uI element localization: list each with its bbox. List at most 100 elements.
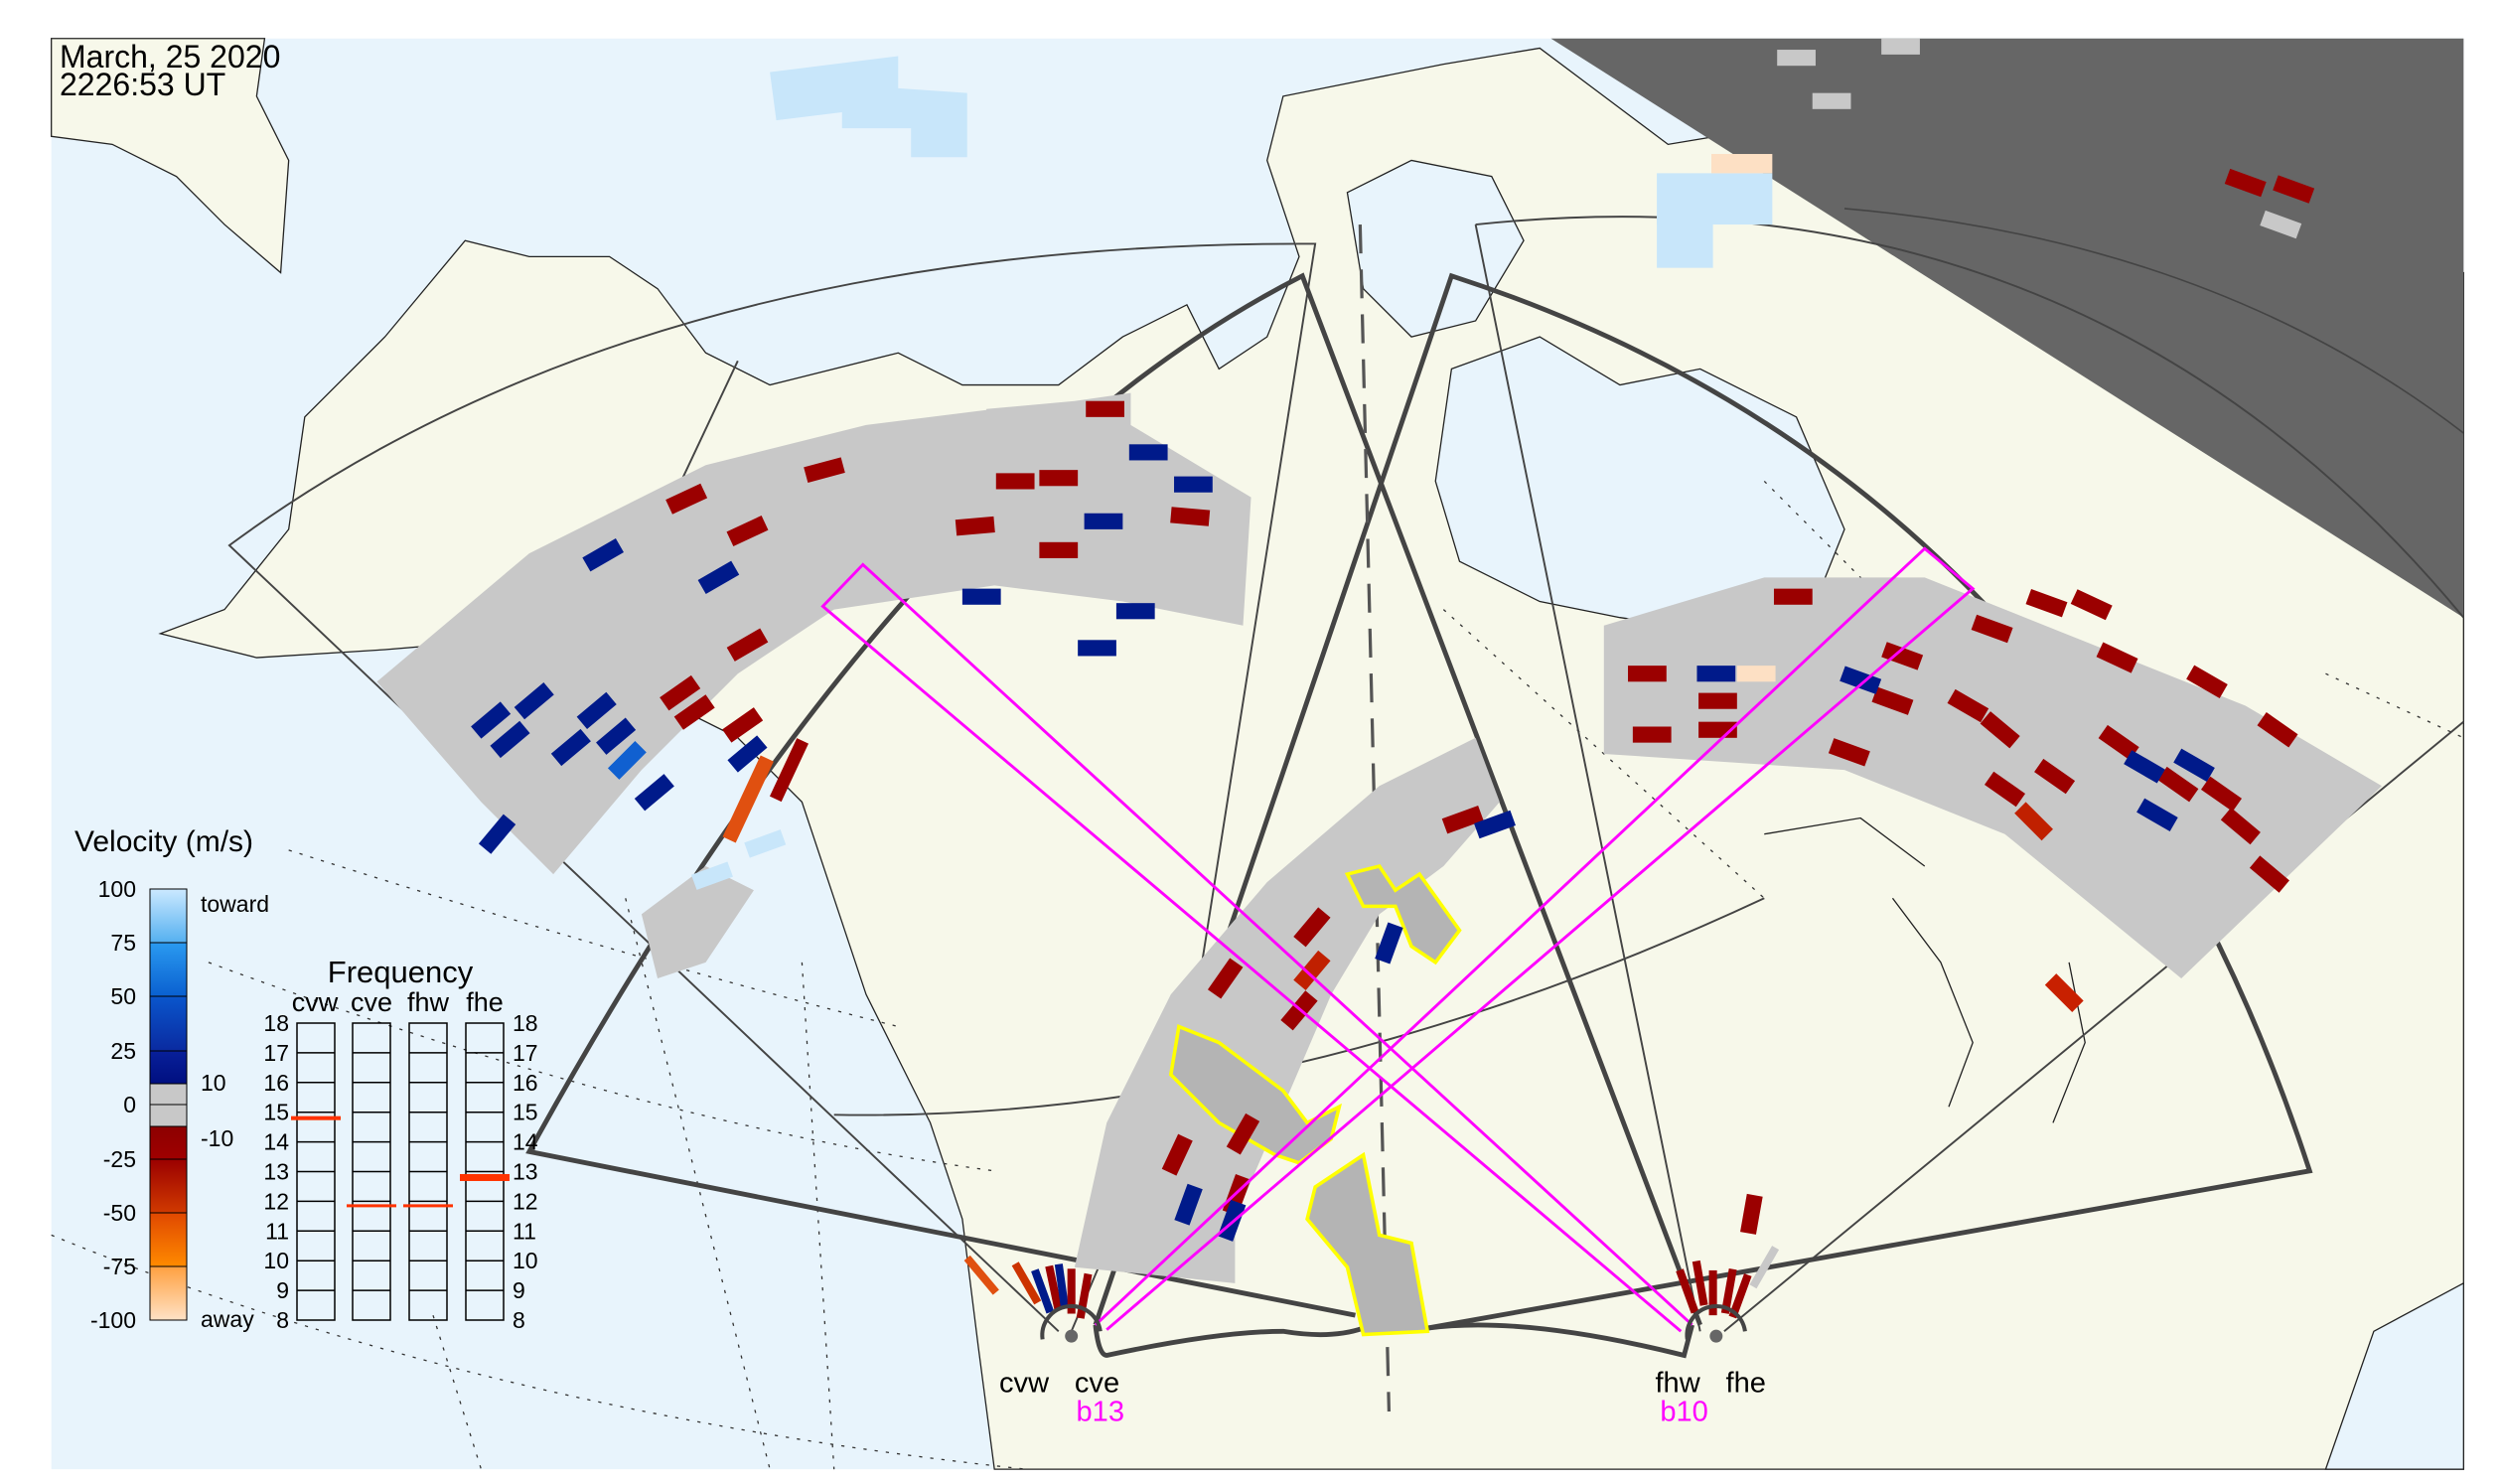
velocity-patch <box>770 56 967 158</box>
arctic-channel <box>1346 159 1525 338</box>
velocity-cell <box>550 728 591 767</box>
velocity-patch <box>1710 154 1773 174</box>
velocity-cell <box>1736 666 1776 682</box>
freq-column-fhw <box>408 1022 448 1321</box>
velocity-tick: 100 <box>98 876 136 902</box>
velocity-cell <box>2260 210 2302 239</box>
velocity-cell <box>2200 776 2243 813</box>
selected-region <box>1344 863 1462 965</box>
velocity-tick: 0 <box>123 1092 136 1117</box>
velocity-cell <box>1881 642 1924 670</box>
velocity-cell <box>634 774 674 812</box>
velocity-cell <box>1708 1269 1717 1316</box>
velocity-cell <box>1039 541 1079 558</box>
freq-tick-left: 15 <box>263 1100 289 1125</box>
radar-label-cve: cve <box>1075 1368 1119 1400</box>
velocity-cell <box>726 515 769 547</box>
velocity-cell <box>582 538 624 572</box>
scatter-patch <box>641 865 754 979</box>
radar-label-cvw: cvw <box>999 1368 1050 1400</box>
freq-tick-left: 18 <box>263 1010 289 1036</box>
velocity-cell <box>1226 1113 1260 1155</box>
velocity-cell <box>804 457 845 483</box>
velocity-cell <box>1698 692 1737 709</box>
velocity-cell <box>1740 1193 1763 1235</box>
freq-tick-left: 17 <box>263 1040 289 1066</box>
velocity-cell <box>1728 1273 1752 1319</box>
velocity-colorbar <box>149 888 188 1321</box>
velocity-cell <box>1293 907 1331 948</box>
velocity-cell <box>2273 175 2315 204</box>
beam-lines <box>820 546 1976 1333</box>
velocity-cell <box>995 473 1035 490</box>
velocity-cell <box>1947 688 1989 723</box>
land-siberia <box>51 38 290 274</box>
freq-tick-right: 15 <box>513 1100 538 1125</box>
toward-label: toward <box>201 891 269 917</box>
freq-col-label-fhe: fhe <box>466 987 504 1017</box>
velocity-cell <box>1054 1263 1070 1310</box>
velocity-cell <box>1174 1183 1203 1226</box>
velocity-cell <box>744 829 787 858</box>
velocity-cell <box>1871 686 1914 715</box>
velocity-cell <box>2098 724 2139 761</box>
radar-label-fhe: fhe <box>1726 1368 1766 1400</box>
velocity-cell <box>1628 666 1667 682</box>
velocity-cell <box>1773 588 1813 605</box>
velocity-cell <box>2014 802 2053 841</box>
freq-tick-right: 16 <box>513 1070 538 1096</box>
velocity-cell <box>955 516 995 536</box>
velocity-cell <box>1696 666 1736 682</box>
velocity-tick: -100 <box>90 1307 136 1333</box>
velocity-cell <box>2034 758 2076 795</box>
velocity-cell <box>2220 807 2261 845</box>
velocity-cell <box>769 738 809 803</box>
velocity-cell <box>691 861 733 890</box>
velocity-cell <box>471 701 512 739</box>
velocity-cell <box>2224 168 2267 198</box>
radar-site-marker <box>1065 1329 1079 1343</box>
velocity-tick: 25 <box>110 1038 136 1064</box>
velocity-cell <box>1170 507 1211 526</box>
velocity-cell <box>1207 958 1244 999</box>
velocity-cell <box>1474 810 1516 839</box>
atlantic-corner <box>2324 1281 2464 1470</box>
map: cvw cve b13 fhw fhe b10 <box>51 38 2465 1470</box>
velocity-cell <box>2070 589 2113 621</box>
velocity-cell <box>1375 922 1403 965</box>
velocity-cell <box>2096 642 2138 673</box>
velocity-cell <box>2124 750 2165 784</box>
velocity-cell <box>660 674 701 711</box>
velocity-cell <box>1777 50 1816 67</box>
velocity-patch <box>1657 216 1713 268</box>
velocity-cell <box>1749 1246 1780 1289</box>
freq-marker-cve <box>347 1204 396 1208</box>
velocity-cell <box>1086 400 1124 417</box>
velocity-cell <box>1720 1267 1737 1314</box>
threshold-pos-label: 10 <box>201 1070 226 1096</box>
velocity-cell <box>726 628 769 662</box>
velocity-cell <box>1115 603 1155 620</box>
frequency-columns <box>296 1022 505 1321</box>
date-label: March, 25 2020 <box>60 39 280 74</box>
freq-marker-cvw <box>291 1115 341 1120</box>
velocity-cell <box>576 691 617 729</box>
velocity-cell <box>1039 470 1079 487</box>
velocity-cell <box>1840 666 1882 694</box>
velocity-cell <box>697 560 740 595</box>
velocity-cell <box>2249 855 2289 893</box>
freq-tick-right: 17 <box>513 1040 538 1066</box>
velocity-cell <box>2044 973 2084 1012</box>
beam-label-b10: b10 <box>1660 1397 1707 1428</box>
freq-tick-left: 11 <box>265 1218 289 1244</box>
night-arc <box>1843 208 2464 434</box>
velocity-cell <box>1067 1268 1076 1314</box>
freq-tick-left: 8 <box>276 1307 289 1333</box>
velocity-cell <box>1161 1133 1193 1176</box>
freq-tick-right: 13 <box>513 1159 538 1185</box>
freq-marker-fhe <box>460 1173 510 1181</box>
velocity-cell <box>1881 38 1920 55</box>
freq-tick-right: 14 <box>513 1129 538 1155</box>
velocity-cell <box>1692 1260 1708 1306</box>
